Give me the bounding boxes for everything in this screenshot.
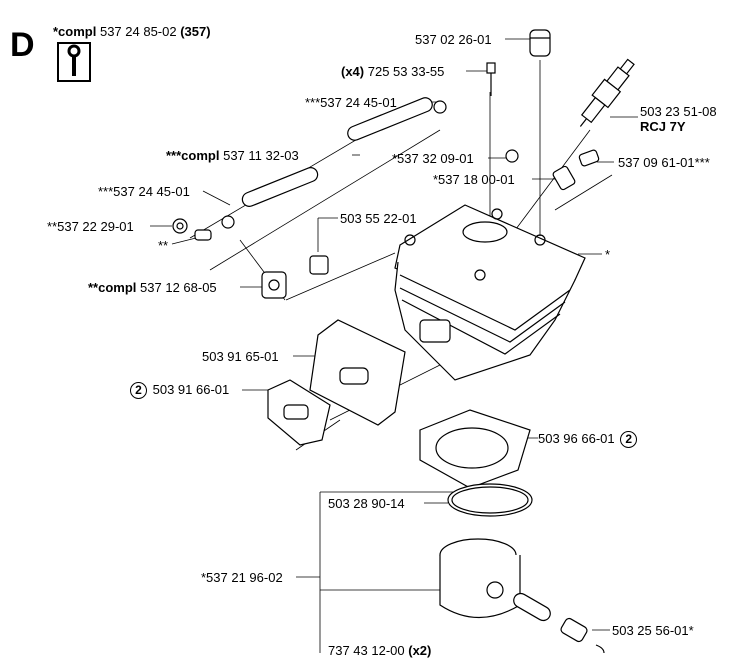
spark-plug (579, 58, 635, 127)
base-gasket-part-number: 503 96 66-01 (538, 431, 615, 446)
piston-part (439, 538, 521, 619)
wrench-icon (67, 44, 81, 76)
label-clip-top: ***537 24 45-01 (305, 95, 397, 110)
valve-parts (172, 218, 329, 299)
tube-prefix: ***compl (166, 148, 220, 163)
label-plug-type: RCJ 7Y (640, 119, 686, 134)
pin-bearing (513, 592, 605, 653)
header-qty: (357) (180, 24, 211, 39)
label-cylinder-star: * (605, 247, 611, 262)
bottom-qty: (x2) (408, 643, 432, 658)
label-ring: 503 28 90-14 (328, 496, 405, 511)
screw-part (486, 62, 496, 96)
header-prefix: *compl (53, 24, 97, 39)
tool-box (57, 42, 91, 82)
section-letter: D (10, 26, 35, 64)
label-pin-right: 537 09 61-01*** (618, 155, 710, 170)
header-part-number: 537 24 85-02 (99, 24, 177, 39)
plate-circle-marker: 2 (130, 382, 147, 400)
label-bottom-part: 737 43 12-00 (x2) (328, 643, 431, 658)
label-base-gasket: 503 96 66-01 2 (538, 431, 639, 449)
label-bearing: 503 25 56-01* (612, 623, 694, 638)
plate-part-number: 503 91 66-01 (152, 382, 230, 397)
tube-parts (221, 97, 600, 229)
valve-prefix: **compl (88, 280, 137, 295)
label-double-star: ** (158, 238, 169, 253)
label-plug: 503 23 51-08 (640, 104, 717, 119)
label-cap: 537 02 26-01 (415, 32, 492, 47)
valve-part-number: 537 12 68-05 (140, 280, 217, 295)
label-clip-left: ***537 24 45-01 (98, 184, 190, 199)
plate-part (267, 379, 331, 446)
leader-lines (150, 38, 638, 653)
cap-part (529, 29, 551, 57)
piston-ring (447, 483, 533, 517)
label-washer: **537 22 29-01 (47, 219, 134, 234)
label-screw: (x4) 725 53 33-55 (341, 64, 444, 79)
cylinder-part (394, 204, 586, 381)
label-plate: 2 503 91 66-01 (128, 382, 230, 400)
screw-qty: (x4) (341, 64, 365, 79)
base-gasket-circle-marker: 2 (620, 431, 638, 449)
tube-part-number: 537 11 32-03 (223, 148, 299, 163)
screw-part-number: 725 53 33-55 (367, 64, 445, 79)
label-tube: ***compl 537 11 32-03 (166, 148, 299, 163)
header-part: *compl 537 24 85-02 (357) (53, 24, 211, 39)
muffler-gasket (309, 319, 406, 426)
label-muffler-gasket: 503 91 65-01 (202, 349, 279, 364)
base-gasket (419, 409, 531, 489)
label-sleeve: *537 18 00-01 (433, 172, 515, 187)
label-nipple: 503 55 22-01 (340, 211, 417, 226)
bottom-part-number: 737 43 12-00 (328, 643, 405, 658)
label-valve: **compl 537 12 68-05 (88, 280, 217, 295)
label-piston: *537 21 96-02 (201, 570, 283, 585)
label-clip-right: *537 32 09-01 (392, 151, 474, 166)
